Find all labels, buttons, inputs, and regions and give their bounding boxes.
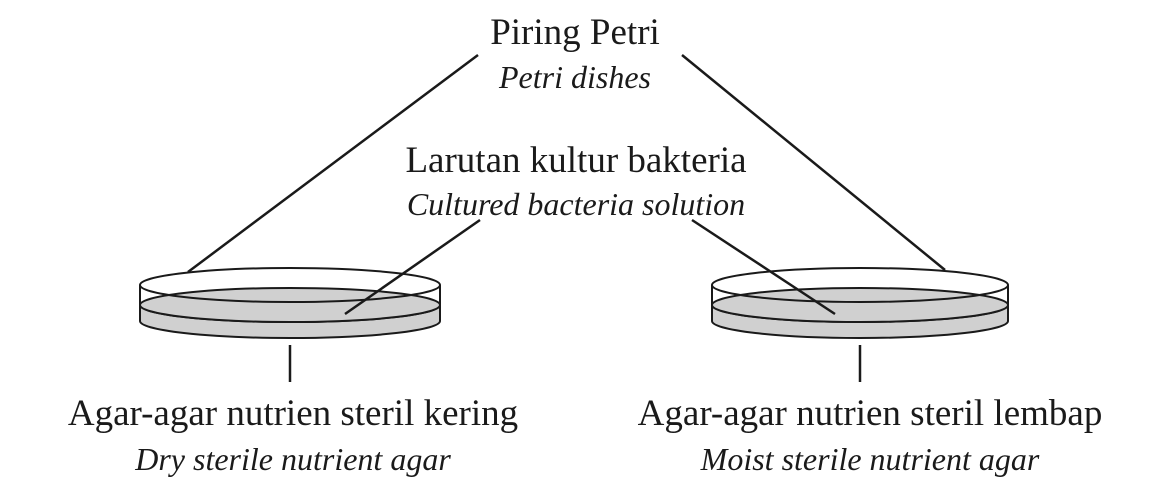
agar-surface-left <box>139 287 441 323</box>
label-dry-agar-malay: Agar-agar nutrien steril kering <box>67 393 519 434</box>
label-petri-malay: Piring Petri <box>490 12 660 53</box>
label-dry-agar-english: Dry sterile nutrient agar <box>135 441 451 477</box>
label-moist-agar-malay: Agar-agar nutrien steril lembap <box>637 393 1103 434</box>
label-culture-english: Cultured bacteria solution <box>406 186 746 222</box>
leader-petri-left <box>187 53 479 274</box>
label-moist-agar-english: Moist sterile nutrient agar <box>700 441 1040 477</box>
dish-rim-right <box>711 267 1009 303</box>
label-petri-english: Petri dishes <box>499 59 651 95</box>
leader-petri-right <box>681 54 946 271</box>
label-culture-malay: Larutan kultur bakteria <box>405 140 747 181</box>
leader-culture-left <box>344 218 481 316</box>
dish-rim-left <box>139 267 441 303</box>
leader-culture-right <box>691 218 836 316</box>
petri-dish-left <box>139 267 441 339</box>
agar-surface-right <box>711 287 1009 323</box>
petri-dish-right <box>711 267 1009 339</box>
